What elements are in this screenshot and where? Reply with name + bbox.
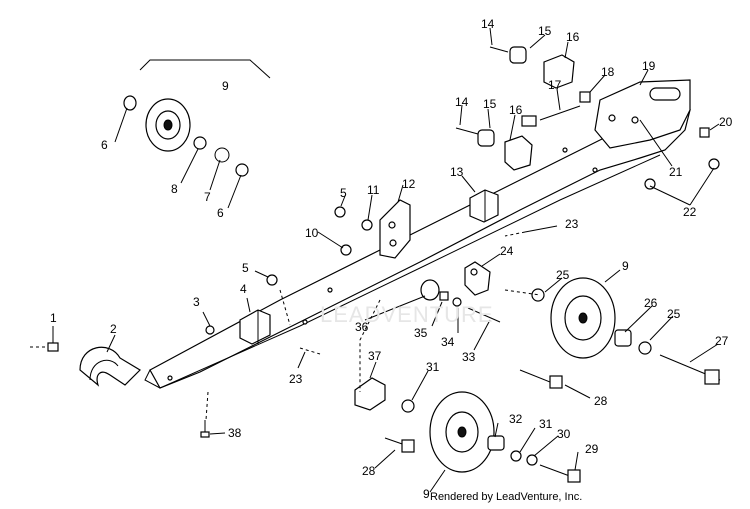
callout-34: 34 xyxy=(441,335,455,349)
callout-16b: 16 xyxy=(509,103,523,117)
callout-10: 10 xyxy=(305,226,319,240)
callout-20: 20 xyxy=(719,115,733,129)
idler-wheel-upper-assembly xyxy=(123,59,271,177)
callout-9a: 9 xyxy=(222,79,229,93)
spacer-stack-lower xyxy=(420,279,501,323)
callout-5b: 5 xyxy=(340,186,347,200)
callout-37: 37 xyxy=(368,349,382,363)
callout-2: 2 xyxy=(110,322,117,336)
rail-end-plate xyxy=(594,79,691,149)
callout-12: 12 xyxy=(402,177,416,191)
idler-wheel-right xyxy=(504,277,721,385)
callout-18: 18 xyxy=(601,65,615,79)
wear-block-lower xyxy=(239,309,271,345)
callout-22: 22 xyxy=(683,205,697,219)
callout-31a: 31 xyxy=(426,360,440,374)
callout-14b: 14 xyxy=(455,95,469,109)
callout-23a: 23 xyxy=(565,217,579,231)
callout-30: 30 xyxy=(557,427,571,441)
callout-numbers: 1 2 3 4 5 5 6 6 7 8 9 9 9 10 11 12 13 14… xyxy=(50,17,733,501)
callout-1: 1 xyxy=(50,311,57,325)
callout-17: 17 xyxy=(548,78,562,92)
callout-25a: 25 xyxy=(556,268,570,282)
callout-14a: 14 xyxy=(481,17,495,31)
callout-23b: 23 xyxy=(289,372,303,386)
axle-bolts-28 xyxy=(384,369,563,453)
callout-31b: 31 xyxy=(539,417,553,431)
wear-block-upper xyxy=(469,189,499,223)
callout-9c: 9 xyxy=(423,487,430,501)
callout-27: 27 xyxy=(715,334,729,348)
callout-21: 21 xyxy=(669,165,683,179)
callout-4: 4 xyxy=(240,282,247,296)
callout-28b: 28 xyxy=(362,464,376,478)
leader-lines xyxy=(52,27,720,493)
upper-shock-mount-hardware xyxy=(455,46,720,190)
axle-bracket xyxy=(464,261,491,296)
callout-7: 7 xyxy=(204,190,211,204)
callout-25b: 25 xyxy=(667,307,681,321)
callout-33: 33 xyxy=(462,350,476,364)
callout-6b: 6 xyxy=(217,206,224,220)
credit-line: Rendered by LeadVenture, Inc. xyxy=(430,491,583,503)
callout-5a: 5 xyxy=(242,261,249,275)
rail-bottom-bolt xyxy=(200,391,210,438)
callout-38: 38 xyxy=(228,426,242,440)
watermark: LEADVENTURE xyxy=(320,302,494,327)
callout-16a: 16 xyxy=(566,30,580,44)
callout-26: 26 xyxy=(644,296,658,310)
callout-9b: 9 xyxy=(622,259,629,273)
callout-29: 29 xyxy=(585,442,599,456)
idler-wheel-lower xyxy=(354,377,581,483)
callout-28a: 28 xyxy=(594,394,608,408)
callout-6a: 6 xyxy=(101,138,108,152)
callout-24: 24 xyxy=(500,244,514,258)
callout-32: 32 xyxy=(509,412,523,426)
callout-15b: 15 xyxy=(483,97,497,111)
rail-tip xyxy=(79,346,141,387)
callout-8: 8 xyxy=(171,182,178,196)
rail-nuts xyxy=(205,206,373,335)
tip-bolt xyxy=(30,342,59,352)
callout-3: 3 xyxy=(193,295,200,309)
callout-19: 19 xyxy=(642,59,656,73)
pivot-bracket xyxy=(379,199,411,259)
callout-15a: 15 xyxy=(538,24,552,38)
callout-36: 36 xyxy=(355,320,369,334)
slide-rail xyxy=(144,109,691,389)
callout-35: 35 xyxy=(414,326,428,340)
callout-11: 11 xyxy=(367,183,380,197)
callout-13: 13 xyxy=(450,165,464,179)
